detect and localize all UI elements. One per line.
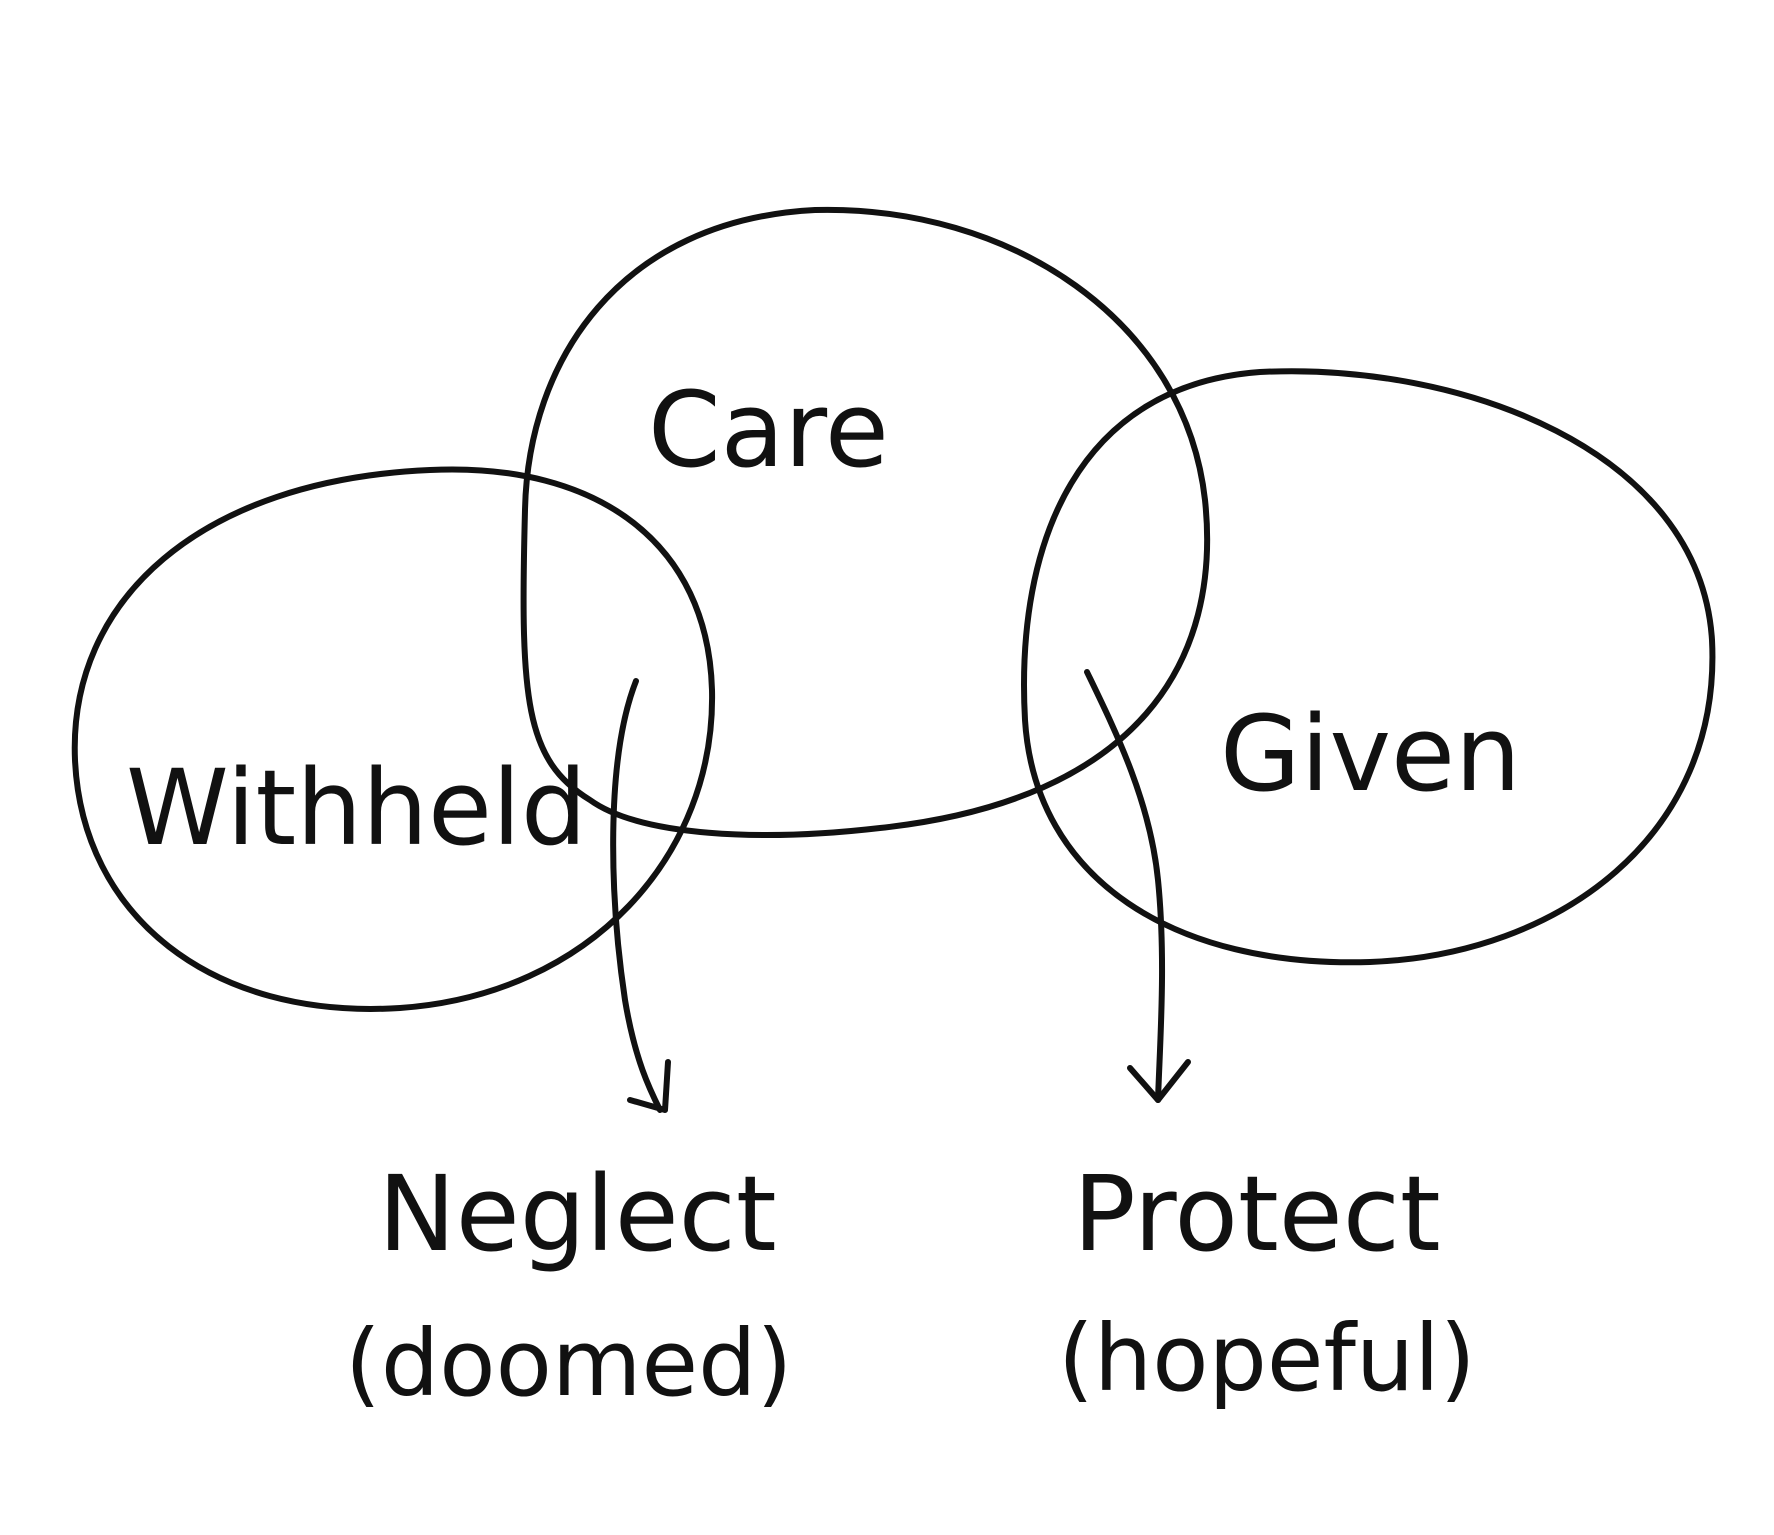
neglect-label: Neglect [378, 1153, 777, 1275]
protect-arrowhead [1127, 1059, 1191, 1103]
withheld-label: Withheld [126, 747, 587, 869]
neglect-arrow [610, 678, 663, 1113]
care-circle [520, 206, 1211, 838]
protect-label: Protect [1073, 1153, 1441, 1275]
protect-arrow [1084, 669, 1166, 1103]
given-label: Given [1220, 693, 1521, 815]
withheld-circle [71, 466, 716, 1012]
given-circle [1021, 368, 1716, 966]
care-label: Care [648, 369, 889, 491]
neglect-arrowhead [627, 1059, 671, 1113]
protect-note: (hopeful) [1058, 1305, 1476, 1412]
neglect-note: (doomed) [345, 1310, 792, 1417]
